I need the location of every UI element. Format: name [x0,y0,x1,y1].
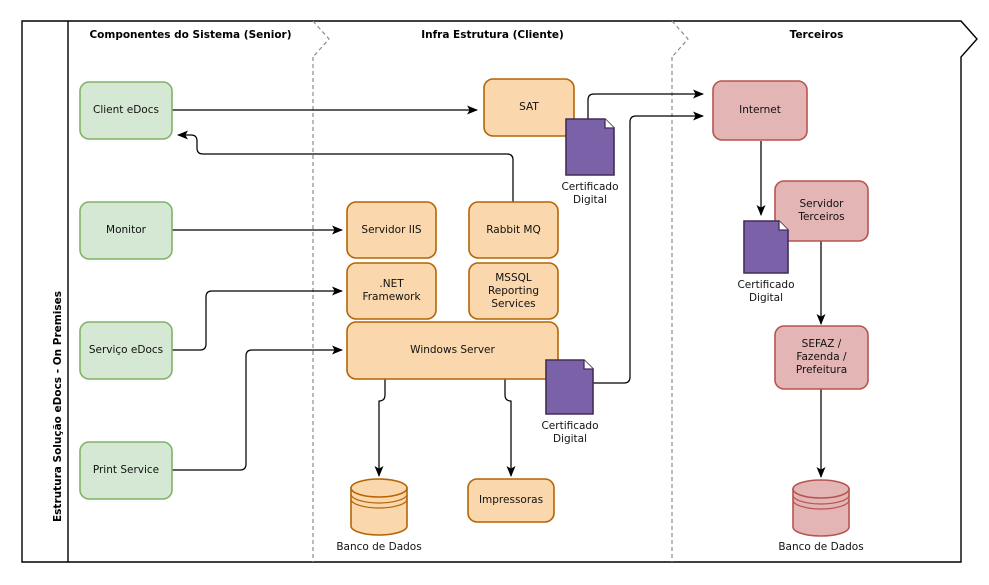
node-net-framework[interactable] [346,262,437,320]
pool-frame [21,20,978,563]
node-windows-server[interactable] [346,321,559,380]
node-impressoras[interactable] [467,478,555,523]
lane-title-senior: Componentes do Sistema (Senior) [89,29,292,41]
edge-servico-edocs-to-net-framework [172,286,343,351]
node-servidor-iis[interactable] [346,201,437,259]
lane-divider-senior-cliente [312,20,330,562]
edge-rabbit-mq-to-client-edocs [177,130,514,204]
edge-windows-server-to-banco-de-dados [374,379,386,477]
node-servidor-terceiros[interactable] [774,180,869,242]
edge-windows-server-to-impressoras [504,379,516,477]
node-servico-edocs[interactable] [79,321,173,380]
node-print-service[interactable] [79,441,173,500]
node-rabbit-mq[interactable] [468,201,559,259]
node-certificado-digital-terceiros[interactable] [743,220,789,274]
lane-title-terceiros: Terceiros [789,29,844,41]
node-internet[interactable] [712,80,808,141]
caption-certificado-digital-terceiros: Certificado Digital [737,279,795,304]
node-certificado-digital-sat[interactable] [565,118,615,176]
node-certificado-digital-windows-server[interactable] [545,359,594,415]
caption-certificado-digital-windows-server: Certificado Digital [541,420,599,445]
edge-certificado-windows-server-to-internet [592,111,704,384]
node-sat[interactable] [483,78,575,137]
node-sefaz[interactable] [774,325,869,390]
lane-divider-cliente-terceiros [671,20,689,562]
node-monitor[interactable] [79,201,173,260]
node-banco-de-dados-infra[interactable] [350,478,408,536]
caption-banco-de-dados-terceiros: Banco de Dados [778,541,864,553]
edge-certificado-sat-to-internet [587,89,704,122]
pool-title: Estrutura Solução eDocs - On Premises [52,291,64,522]
caption-certificado-digital-sat: Certificado Digital [561,181,619,206]
edge-print-service-to-windows-server [172,345,343,471]
node-client-edocs[interactable] [79,81,173,140]
lane-title-cliente: Infra Estrutura (Cliente) [421,29,564,41]
node-mssql-reporting-services[interactable] [468,262,559,320]
caption-banco-de-dados-infra: Banco de Dados [336,541,422,553]
node-banco-de-dados-terceiros[interactable] [792,479,850,537]
